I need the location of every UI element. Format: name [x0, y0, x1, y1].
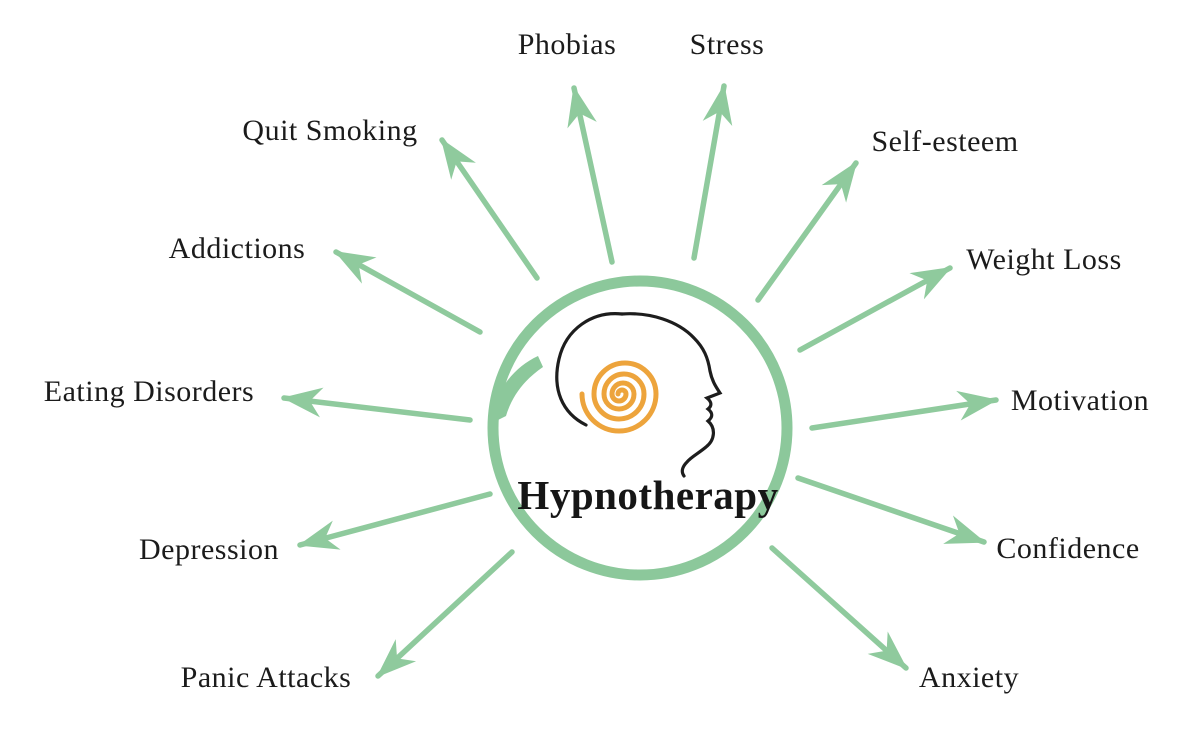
spoke-label-eating-disorders: Eating Disorders [43, 375, 255, 408]
center-title: Hypnotherapy [517, 472, 779, 518]
brush-stroke-tip [491, 356, 543, 421]
head-profile-icon [555, 312, 723, 478]
arrow-motivation [809, 390, 999, 431]
spoke-label-panic-attacks: Panic Attacks [180, 661, 352, 694]
spoke-label-motivation: Motivation [1010, 384, 1150, 417]
spoke-label-stress: Stress [689, 28, 765, 61]
spoke-label-depression: Depression [139, 533, 279, 566]
arrow-depression [297, 491, 493, 550]
arrow-confidence [795, 475, 987, 545]
arrow-stress [691, 83, 733, 261]
spoke-label-addictions: Addictions [168, 232, 306, 265]
spoke-label-weight-loss: Weight Loss [966, 243, 1122, 276]
arrow-anxiety [769, 545, 909, 671]
center-circle [487, 275, 793, 581]
spoke-label-confidence: Confidence [996, 532, 1140, 565]
spoke-label-self-esteem: Self-esteem [871, 125, 1019, 158]
arrow-self-esteem [755, 160, 859, 303]
spoke-label-phobias: Phobias [517, 28, 617, 61]
spoke-label-anxiety: Anxiety [918, 661, 1020, 694]
spoke-label-quit-smoking: Quit Smoking [242, 114, 418, 147]
arrow-weight-loss [797, 265, 953, 353]
arrow-addictions [333, 249, 483, 335]
arrow-quit-smoking [439, 137, 540, 281]
arrow-panic-attacks [375, 549, 515, 679]
arrow-eating-disorders [281, 387, 473, 423]
arrow-phobias [567, 85, 615, 265]
hypnosis-spiral-icon [579, 360, 659, 434]
